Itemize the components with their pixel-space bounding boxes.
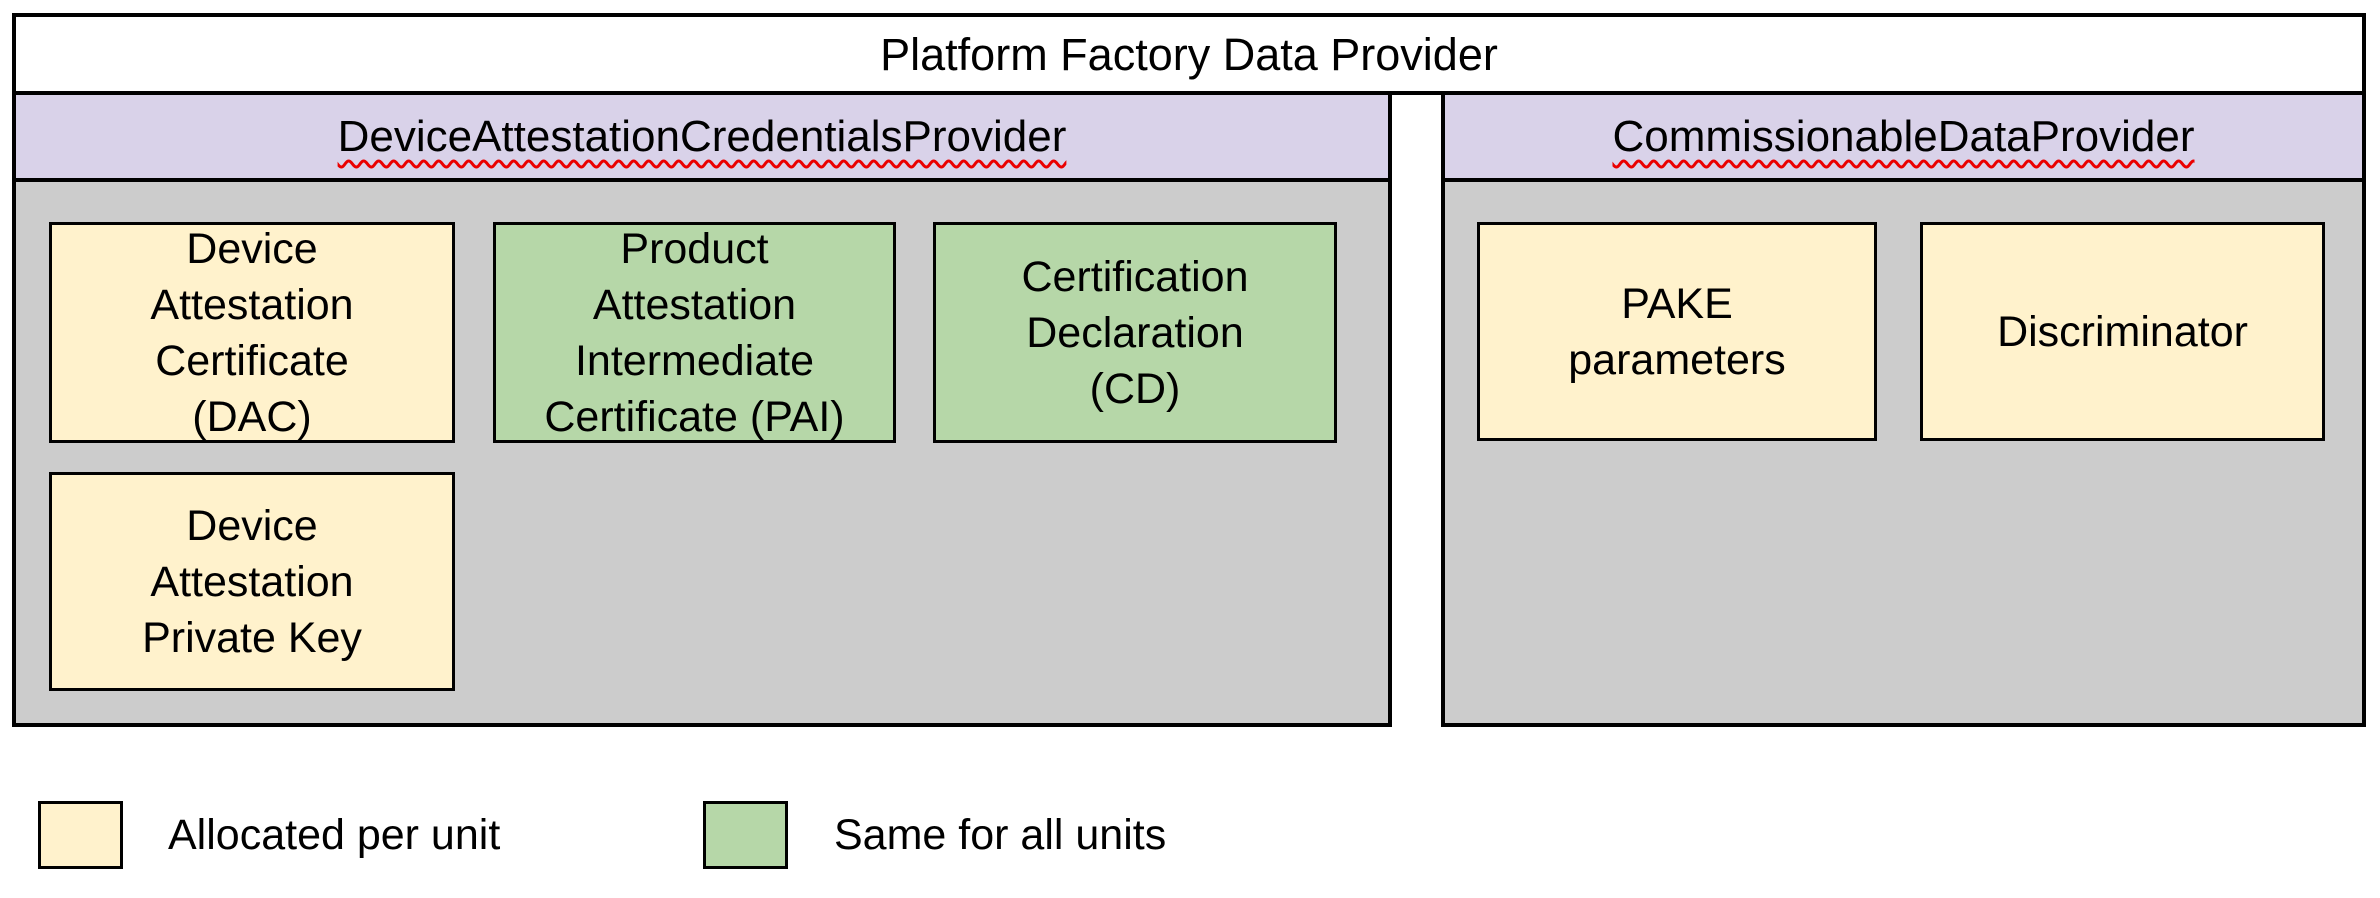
legend-label-allocated-per-unit: Allocated per unit	[168, 810, 501, 859]
provider-commissionable-data-name: CommissionableDataProvider	[1612, 111, 2195, 161]
box-device-attestation-private-key: Device Attestation Private Key	[49, 472, 455, 691]
provider-device-attestation-credentials-name: DeviceAttestationCredentialsProvider	[337, 111, 1067, 161]
provider-commissionable-data-header: CommissionableDataProvider	[1441, 95, 2366, 182]
box-product-attestation-intermediate-certificate: Product Attestation Intermediate Certifi…	[493, 222, 896, 443]
legend-swatch-allocated-per-unit	[38, 801, 123, 869]
provider-device-attestation-credentials-header: DeviceAttestationCredentialsProvider	[12, 95, 1392, 182]
legend-label-same-for-all-units: Same for all units	[834, 810, 1167, 859]
diagram-title: Platform Factory Data Provider	[12, 13, 2366, 95]
box-pake-parameters: PAKE parameters	[1477, 222, 1877, 441]
box-device-attestation-certificate: Device Attestation Certificate (DAC)	[49, 222, 455, 443]
legend-swatch-same-for-all-units	[703, 801, 788, 869]
box-discriminator: Discriminator	[1920, 222, 2325, 441]
box-certification-declaration: Certification Declaration (CD)	[933, 222, 1337, 443]
